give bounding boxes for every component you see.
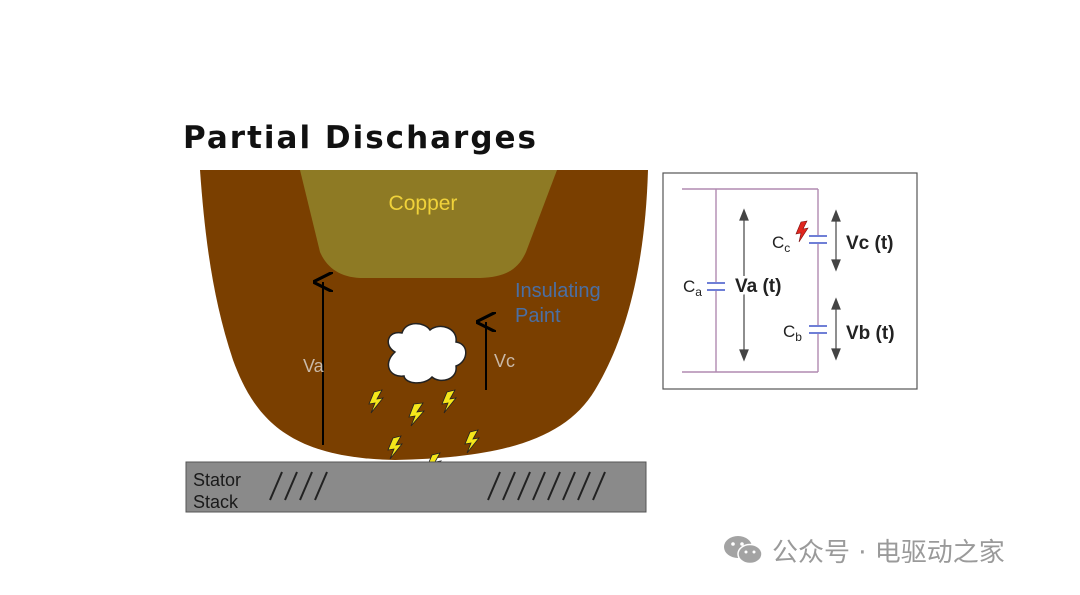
va-t-label: Va (t) — [735, 276, 781, 297]
paint-label: Paint — [515, 305, 561, 327]
va-label: Va — [303, 356, 325, 376]
vc-label: Vc — [494, 351, 515, 371]
page-title: Partial Discharges — [183, 120, 539, 156]
void-cloud — [387, 322, 467, 384]
stator-hatching — [269, 471, 606, 501]
vc-t-label: Vc (t) — [846, 233, 894, 254]
copper-label: Copper — [389, 192, 458, 215]
vb-t-label: Vb (t) — [846, 323, 895, 344]
capacitor-plates — [707, 235, 827, 334]
stack-label: Stack — [193, 492, 239, 512]
spark-icon — [368, 389, 384, 414]
cb-label: Cb — [783, 322, 802, 344]
insulating-label: Insulating — [515, 280, 601, 302]
spark-icon — [464, 429, 480, 454]
copper-conductor — [300, 170, 557, 278]
ca-label: Ca — [683, 277, 702, 299]
cc-label: Cc — [772, 233, 790, 255]
cc-spark-icon — [795, 220, 809, 243]
spark-icon — [441, 389, 457, 414]
stator-label: Stator — [193, 470, 241, 490]
insulation-shape — [200, 170, 648, 460]
stator-stack — [185, 461, 647, 513]
circuit-frame — [662, 172, 918, 390]
circuit-wires — [682, 188, 819, 373]
spark-icon — [408, 402, 426, 427]
cross-section: Copper Insulating Paint Va Vc Stator Sta… — [180, 170, 648, 513]
spark-icon — [387, 435, 403, 460]
wechat-icon — [724, 536, 763, 565]
voltage-arrows — [739, 208, 841, 362]
equivalent-circuit: Ca Cc Cb Va (t) Vc (t) Vb (t) — [662, 172, 918, 390]
watermark-text: 公众号 · 电驱动之家 — [772, 537, 1005, 568]
watermark: 公众号 · 电驱动之家 — [722, 530, 1005, 570]
